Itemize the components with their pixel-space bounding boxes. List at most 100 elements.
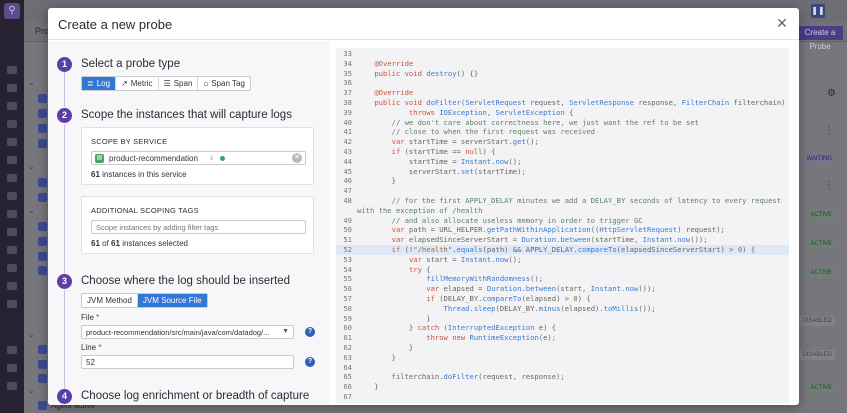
line-number[interactable]: 50 — [343, 225, 352, 235]
line-number[interactable]: 38 — [343, 98, 352, 107]
code-line[interactable]: 49 // and also allocate useless memory i… — [336, 216, 789, 226]
probe-type-span-tag[interactable]: ⌂Span Tag — [203, 79, 245, 88]
tab-jvm-source-file[interactable]: JVM Source File — [137, 294, 207, 307]
code-line[interactable]: 64 — [336, 363, 789, 373]
bg-checkbox[interactable] — [38, 193, 47, 202]
nav-icon[interactable] — [7, 102, 17, 110]
code-line[interactable]: 36 — [336, 78, 789, 88]
chevron-down-icon[interactable]: ⌄ — [28, 78, 35, 87]
chevron-down-icon[interactable]: ⌄ — [28, 386, 35, 395]
code-line[interactable]: 54 try { — [336, 265, 789, 275]
code-line[interactable]: 46 } — [336, 176, 789, 186]
chevron-down-icon[interactable]: ⌄ — [28, 206, 35, 215]
line-number[interactable]: 52 — [343, 245, 352, 254]
nav-icon[interactable] — [7, 246, 17, 254]
code-line[interactable]: 33 — [336, 49, 789, 59]
code-line[interactable]: 61 throw new RuntimeException(e); — [336, 333, 789, 343]
nav-icon[interactable] — [7, 264, 17, 272]
bg-checkbox[interactable] — [38, 345, 47, 354]
filter-tags-input[interactable] — [91, 220, 306, 234]
line-number[interactable]: 65 — [343, 372, 352, 382]
code-line[interactable]: 38 public void doFilter(ServletRequest r… — [336, 98, 789, 108]
nav-icon[interactable] — [7, 156, 17, 164]
code-line[interactable]: 40 // we don't care about correctness he… — [336, 118, 789, 128]
code-line[interactable]: 51 var elapsedSinceServerStart = Duratio… — [336, 235, 789, 245]
more-options-icon[interactable]: ⋮ — [824, 125, 834, 136]
code-line[interactable]: 39 throws IOException, ServletException … — [336, 108, 789, 118]
create-probe-button-bg[interactable]: Create a Probe — [797, 26, 843, 51]
line-number[interactable]: 59 — [343, 313, 352, 323]
datadog-logo-icon[interactable]: ⚲ — [4, 3, 20, 19]
line-number[interactable]: 39 — [343, 107, 352, 117]
code-line[interactable]: with the exception of /health — [336, 206, 789, 216]
nav-icon[interactable] — [7, 300, 17, 308]
bg-checkbox[interactable] — [38, 266, 47, 275]
line-number[interactable]: 48 — [343, 196, 352, 205]
line-number[interactable]: 53 — [343, 254, 352, 264]
service-select[interactable]: ▤ product-recommendation ⇃ ✕ — [91, 151, 306, 165]
code-line[interactable]: 67 — [336, 392, 789, 402]
bg-checkbox[interactable] — [38, 109, 47, 118]
code-line[interactable]: 53 var start = Instant.now(); — [336, 255, 789, 265]
line-number[interactable]: 62 — [343, 343, 352, 352]
line-number[interactable]: 46 — [343, 176, 352, 186]
line-number[interactable]: 60 — [343, 323, 352, 333]
chevron-down-icon[interactable]: ⌄ — [28, 162, 35, 171]
line-number[interactable]: 45 — [343, 166, 352, 176]
nav-icon[interactable] — [7, 120, 17, 128]
tab-jvm-method[interactable]: JVM Method — [82, 294, 138, 307]
more-options-icon[interactable]: ⋮ — [824, 180, 834, 191]
line-number[interactable]: 47 — [343, 186, 352, 196]
bg-checkbox[interactable] — [38, 360, 47, 369]
nav-icon[interactable] — [7, 364, 17, 372]
nav-icon[interactable] — [7, 228, 17, 236]
line-number[interactable]: 56 — [343, 284, 352, 294]
pause-icon[interactable]: ❚❚ — [811, 4, 825, 18]
bg-checkbox[interactable] — [38, 124, 47, 133]
bg-checkbox[interactable] — [38, 374, 47, 383]
code-line[interactable]: 35 public void destroy() {} — [336, 69, 789, 79]
line-input[interactable]: 52 — [81, 355, 294, 369]
nav-icon[interactable] — [7, 66, 17, 74]
code-line[interactable]: 62 } — [336, 343, 789, 353]
line-number[interactable]: 35 — [343, 68, 352, 78]
line-number[interactable]: 51 — [343, 235, 352, 245]
close-icon[interactable]: ✕ — [776, 15, 788, 31]
code-line[interactable]: 47 — [336, 186, 789, 196]
line-number[interactable]: 57 — [343, 294, 352, 303]
line-number[interactable]: 58 — [343, 303, 352, 313]
code-line[interactable]: 50 var path = URL_HELPER.getPathWithinAp… — [336, 225, 789, 235]
line-number[interactable]: 42 — [343, 137, 352, 147]
line-number[interactable]: 61 — [343, 333, 352, 343]
code-line[interactable]: 66 } — [336, 382, 789, 392]
code-line[interactable]: 58 Thread.sleep(DELAY_BY.minus(elapsed).… — [336, 304, 789, 314]
line-help-icon[interactable]: ? — [305, 357, 315, 367]
nav-icon[interactable] — [7, 282, 17, 290]
code-line[interactable]: 34 @Override — [336, 59, 789, 69]
line-number[interactable]: 49 — [343, 215, 352, 225]
code-line[interactable]: 65 filterchain.doFilter(request, respons… — [336, 372, 789, 382]
probe-type-metric[interactable]: ↗Metric — [116, 77, 159, 90]
file-help-icon[interactable]: ? — [305, 327, 315, 337]
code-line[interactable]: 42 var startTime = serverStart.get(); — [336, 137, 789, 147]
gear-icon[interactable]: ⚙ — [827, 88, 836, 99]
code-line[interactable]: 57 if (DELAY_BY.compareTo(elapsed) > 0) … — [336, 294, 789, 304]
line-number[interactable]: 33 — [343, 49, 352, 58]
line-number[interactable]: 36 — [343, 78, 352, 88]
nav-icon[interactable] — [7, 174, 17, 182]
bg-checkbox[interactable] — [38, 237, 47, 246]
bg-checkbox[interactable] — [38, 139, 47, 148]
line-number[interactable]: 67 — [343, 392, 352, 401]
code-line[interactable]: 55 fillMemoryWithRandomness(); — [336, 274, 789, 284]
clear-icon[interactable]: ✕ — [292, 153, 302, 163]
nav-icon[interactable] — [7, 346, 17, 354]
nav-icon[interactable] — [7, 192, 17, 200]
code-line[interactable]: 59 } — [336, 314, 789, 324]
line-number[interactable]: 66 — [343, 382, 352, 392]
code-line[interactable]: 41 // close to when the first request wa… — [336, 127, 789, 137]
code-line[interactable]: 48 // for the first APPLY_DELAY minutes … — [336, 196, 789, 206]
line-number[interactable]: 55 — [343, 274, 352, 284]
probe-type-span[interactable]: ☰Span — [159, 77, 199, 90]
nav-icon[interactable] — [7, 84, 17, 92]
bg-tab[interactable]: Prob — [35, 26, 55, 36]
